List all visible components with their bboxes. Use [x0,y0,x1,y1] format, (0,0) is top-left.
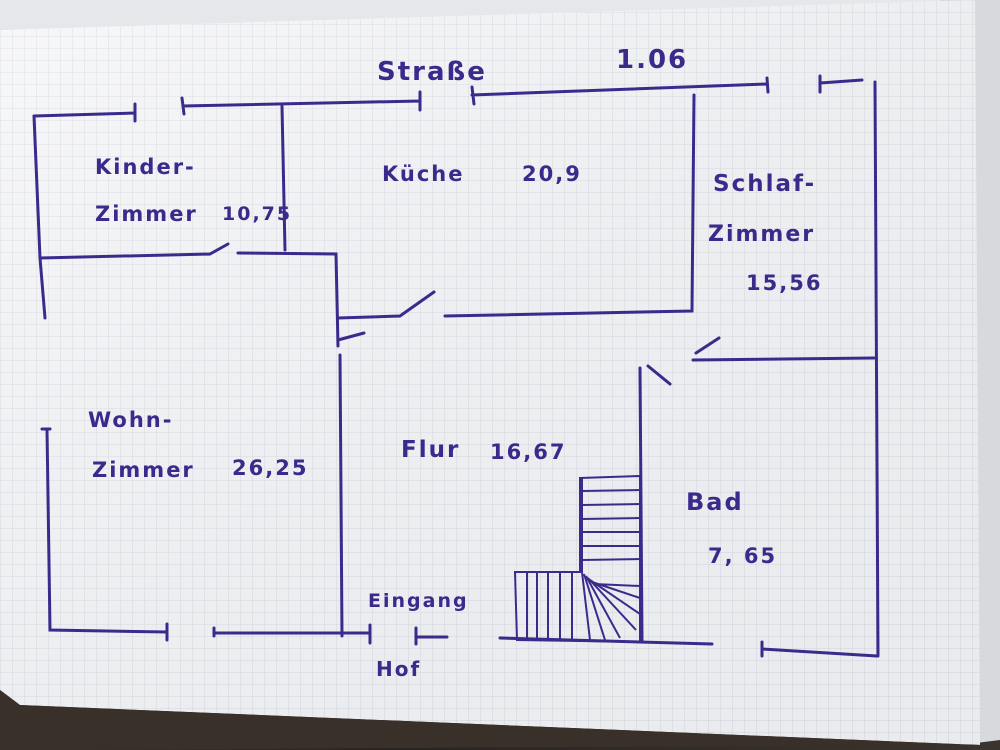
kinderzimmer-area: 10,75 [222,203,292,225]
kueche-name: Küche [382,162,465,186]
wohnzimmer-area: 26,25 [232,456,308,480]
wohnzimmer-name-line2: Zimmer [92,458,195,482]
paper-shading [0,0,980,745]
flur-name: Flur [401,437,460,463]
schlafzimmer-name-line2: Zimmer [708,222,815,247]
bad-area: 7, 65 [708,544,777,568]
schlafzimmer-area: 15,56 [746,271,822,295]
walls [32,74,880,658]
yard-label: Hof [376,657,421,681]
top-note: 1.06 [616,45,688,75]
wohnzimmer-name-line1: Wohn- [88,408,173,432]
kinderzimmer-name-line2: Zimmer [95,202,198,226]
flur-area: 16,67 [490,440,566,464]
kueche-area: 20,9 [522,162,582,186]
kinderzimmer-name-line1: Kinder- [95,155,196,179]
table-bottom [0,690,980,750]
street-label: Straße [377,57,487,87]
entrance-label: Eingang [368,590,469,612]
bad-name: Bad [686,488,744,516]
schlafzimmer-name-line1: Schlaf- [713,171,816,197]
staircase [513,474,641,644]
